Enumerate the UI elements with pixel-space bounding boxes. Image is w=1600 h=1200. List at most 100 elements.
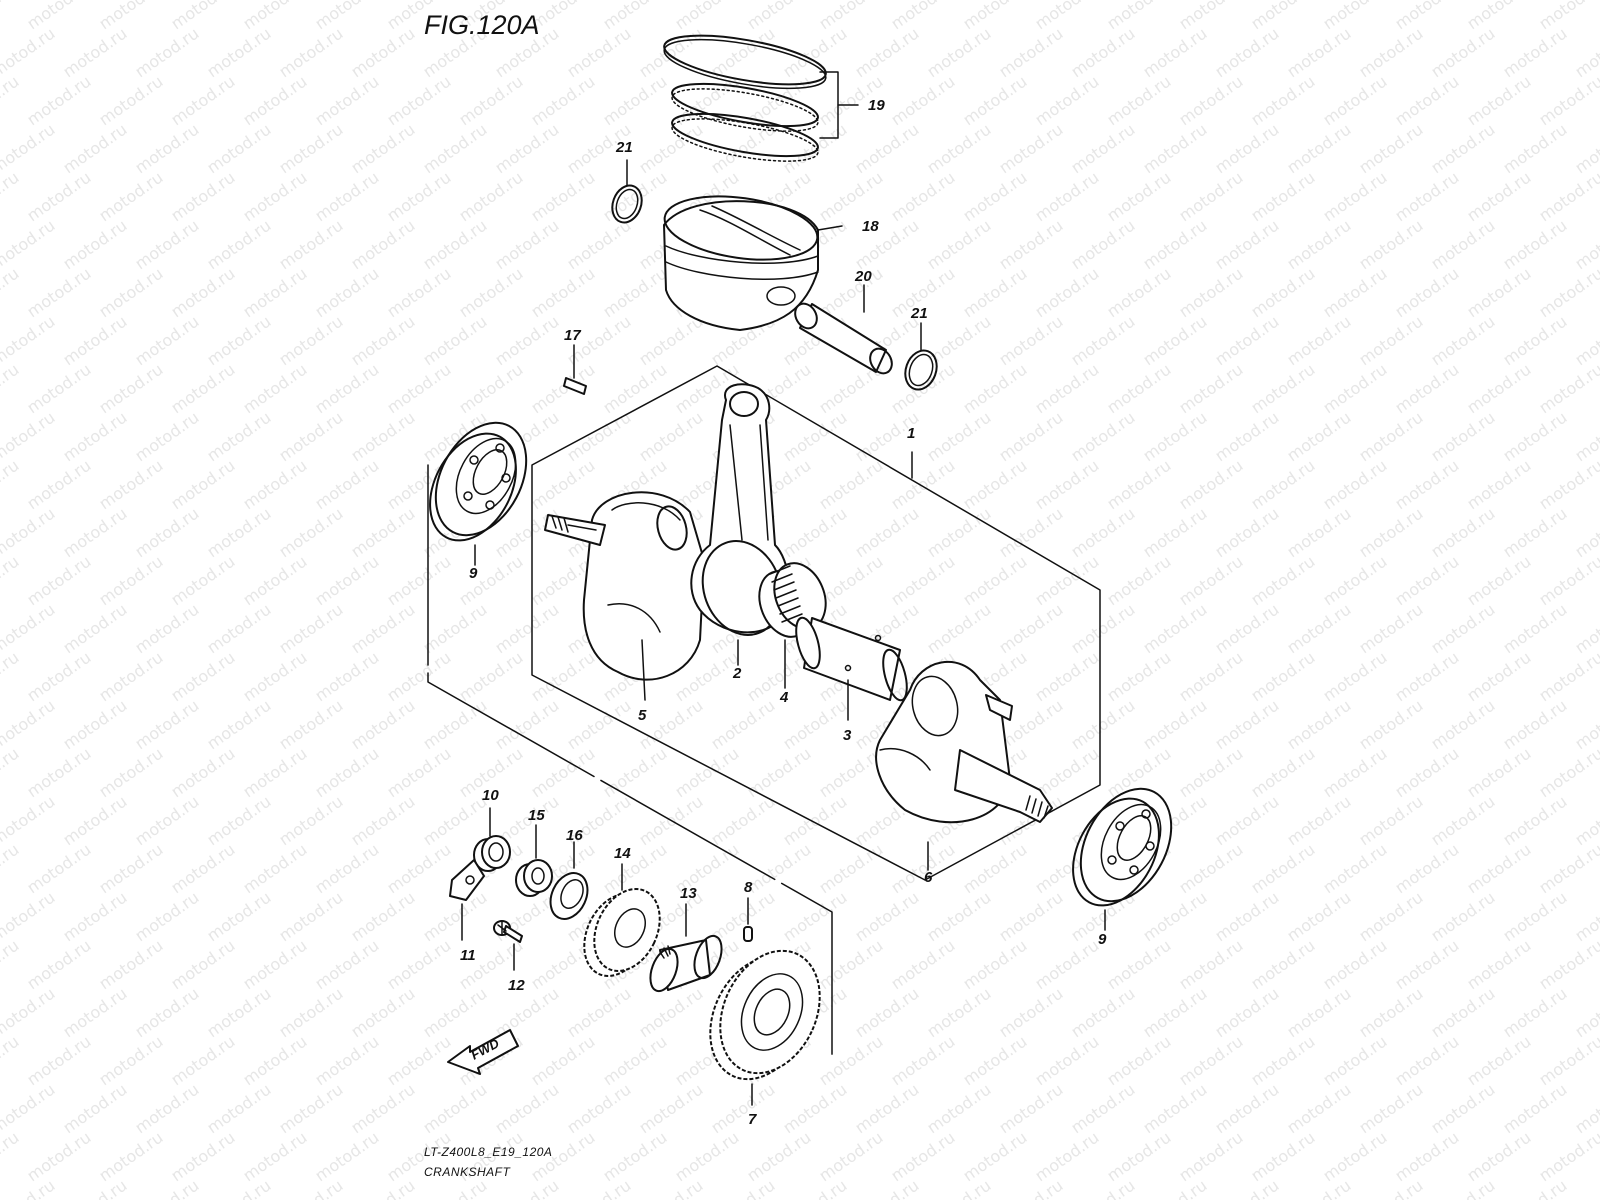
watermark-text: motod.ru xyxy=(1427,120,1498,178)
watermark-text: motod.ru xyxy=(95,936,166,994)
callout-12: 12 xyxy=(508,977,525,994)
watermark-text: motod.ru xyxy=(1247,72,1318,130)
watermark-text: motod.ru xyxy=(1319,936,1390,994)
watermark-text: motod.ru xyxy=(1463,1032,1534,1090)
watermark-text: motod.ru xyxy=(923,24,994,82)
watermark-text: motod.ru xyxy=(1247,456,1318,514)
watermark-text: motod.ru xyxy=(1463,840,1534,898)
watermark-text: motod.ru xyxy=(779,1080,850,1138)
watermark-text: motod.ru xyxy=(1031,72,1102,130)
watermark-text: motod.ru xyxy=(1499,504,1570,562)
watermark-text: motod.ru xyxy=(0,360,22,418)
watermark-text: motod.ru xyxy=(167,360,238,418)
watermark-text: motod.ru xyxy=(707,792,778,850)
watermark-text: motod.ru xyxy=(1355,24,1426,82)
watermark-text: motod.ru xyxy=(1139,600,1210,658)
watermark-text: motod.ru xyxy=(131,792,202,850)
watermark-text: motod.ru xyxy=(59,600,130,658)
watermark-text: motod.ru xyxy=(419,1176,490,1200)
watermark-text: motod.ru xyxy=(455,264,526,322)
watermark-text: motod.ru xyxy=(1355,312,1426,370)
watermark-text: motod.ru xyxy=(419,312,490,370)
watermark-text: motod.ru xyxy=(1535,168,1600,226)
watermark-text: motod.ru xyxy=(239,648,310,706)
watermark-text: motod.ru xyxy=(671,744,742,802)
watermark-text: motod.ru xyxy=(1175,552,1246,610)
callout-3: 3 xyxy=(843,727,852,744)
crankshaft-right-end xyxy=(954,749,1053,823)
watermark-text: motod.ru xyxy=(59,216,130,274)
watermark-text: motod.ru xyxy=(491,120,562,178)
watermark-text: motod.ru xyxy=(743,0,814,33)
watermark-text: motod.ru xyxy=(347,984,418,1042)
watermark-text: motod.ru xyxy=(959,1032,1030,1090)
watermark-text: motod.ru xyxy=(851,1080,922,1138)
watermark-text: motod.ru xyxy=(1319,264,1390,322)
watermark-text: motod.ru xyxy=(1175,264,1246,322)
watermark-text: motod.ru xyxy=(95,744,166,802)
watermark-text: motod.ru xyxy=(1463,648,1534,706)
watermark-text: motod.ru xyxy=(383,840,454,898)
watermark-text: motod.ru xyxy=(311,1032,382,1090)
watermark-text: motod.ru xyxy=(779,504,850,562)
watermark-text: motod.ru xyxy=(1427,408,1498,466)
watermark-text: motod.ru xyxy=(1175,72,1246,130)
watermark-text: motod.ru xyxy=(311,264,382,322)
watermark-text: motod.ru xyxy=(1211,792,1282,850)
watermark-text: motod.ru xyxy=(995,1080,1066,1138)
watermark-text: motod.ru xyxy=(1463,360,1534,418)
watermark-text: motod.ru xyxy=(635,408,706,466)
watermark-text: motod.ru xyxy=(815,168,886,226)
watermark-text: motod.ru xyxy=(1535,936,1600,994)
watermark-text: motod.ru xyxy=(1103,552,1174,610)
primary-drive-gear xyxy=(709,949,821,1106)
watermark-text: motod.ru xyxy=(1103,168,1174,226)
watermark-text: motod.ru xyxy=(671,1128,742,1186)
callout-7: 7 xyxy=(748,1111,757,1128)
watermark-text: motod.ru xyxy=(275,696,346,754)
watermark-text: motod.ru xyxy=(347,1176,418,1200)
watermark-text: motod.ru xyxy=(1211,600,1282,658)
watermark-text: motod.ru xyxy=(23,840,94,898)
watermark-text: motod.ru xyxy=(1247,1032,1318,1090)
watermark-text: motod.ru xyxy=(275,984,346,1042)
watermark-text: motod.ru xyxy=(1427,24,1498,82)
watermark-text: motod.ru xyxy=(275,888,346,946)
watermark-text: motod.ru xyxy=(1355,408,1426,466)
watermark-text: motod.ru xyxy=(59,1080,130,1138)
woodruff-key xyxy=(563,344,587,395)
watermark-text: motod.ru xyxy=(923,408,994,466)
watermark-text: motod.ru xyxy=(95,552,166,610)
watermark-text: motod.ru xyxy=(1031,360,1102,418)
watermark-text: motod.ru xyxy=(1427,504,1498,562)
watermark-text: motod.ru xyxy=(1391,360,1462,418)
circlip-left xyxy=(611,159,643,224)
watermark-text: motod.ru xyxy=(887,168,958,226)
watermark-text: motod.ru xyxy=(347,1080,418,1138)
watermark-text: motod.ru xyxy=(59,792,130,850)
watermark-text: motod.ru xyxy=(1319,72,1390,130)
watermark-text: motod.ru xyxy=(959,936,1030,994)
callout-15: 15 xyxy=(528,807,545,824)
watermark-text: motod.ru xyxy=(1463,72,1534,130)
watermark-text: motod.ru xyxy=(1499,24,1570,82)
dowel-pin xyxy=(743,897,753,942)
watermark-text: motod.ru xyxy=(1499,600,1570,658)
watermark-text: motod.ru xyxy=(239,72,310,130)
watermark-text: motod.ru xyxy=(1535,1128,1600,1186)
watermark-text: motod.ru xyxy=(959,1128,1030,1186)
crank-web-left xyxy=(582,491,705,701)
watermark-text: motod.ru xyxy=(923,216,994,274)
watermark-text: motod.ru xyxy=(419,1080,490,1138)
lock-washer xyxy=(449,859,485,941)
watermark-text: motod.ru xyxy=(1463,168,1534,226)
watermark-text: motod.ru xyxy=(1175,1128,1246,1186)
watermark-text: motod.ru xyxy=(0,0,22,33)
watermark-text: motod.ru xyxy=(1247,936,1318,994)
watermark-text: motod.ru xyxy=(779,888,850,946)
watermark-text: motod.ru xyxy=(239,168,310,226)
callout-16: 16 xyxy=(566,827,583,844)
watermark-text: motod.ru xyxy=(1319,648,1390,706)
watermark-text: motod.ru xyxy=(167,552,238,610)
watermark-text: motod.ru xyxy=(23,72,94,130)
